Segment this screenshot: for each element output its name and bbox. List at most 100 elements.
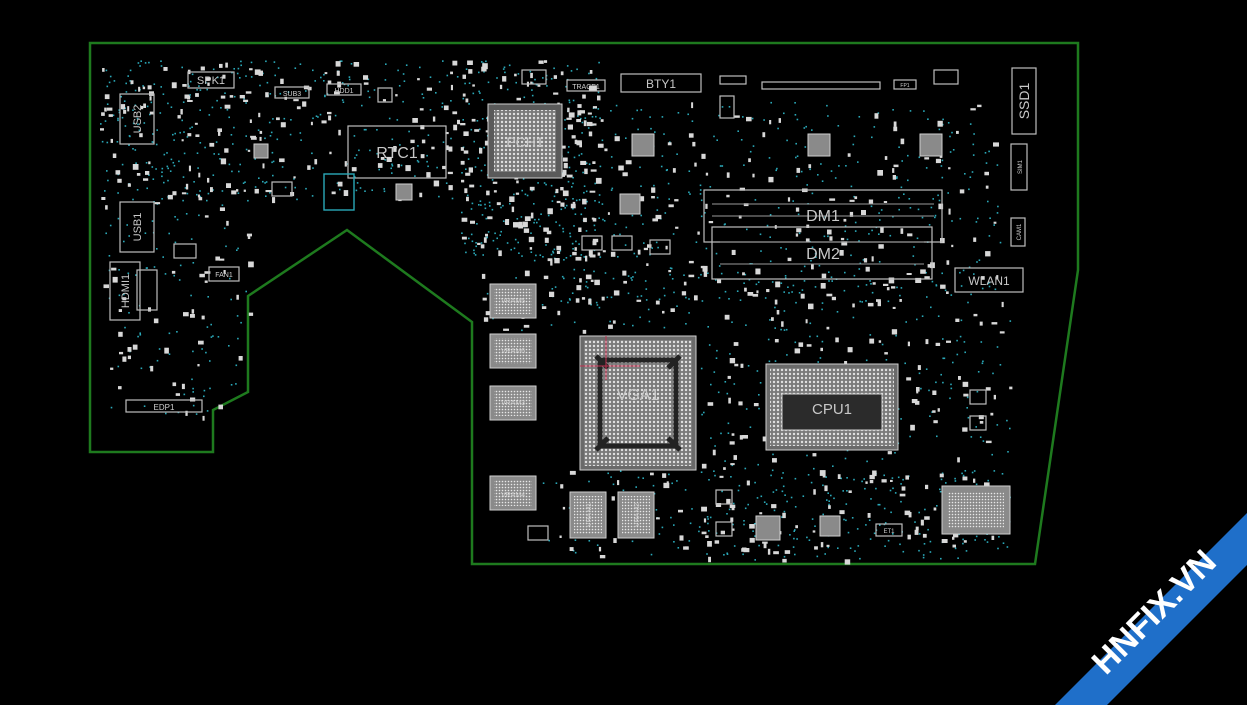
via (189, 80, 192, 83)
component-rtc1[interactable]: RTC1 (347, 125, 447, 179)
via (975, 483, 978, 486)
smd-pad (730, 517, 734, 522)
via (426, 160, 428, 163)
via (811, 518, 814, 520)
via (160, 60, 162, 62)
via (710, 437, 712, 439)
via (691, 120, 694, 122)
smd-pad (530, 72, 533, 79)
chip-vram5[interactable]: VRAM5 (489, 283, 537, 319)
connector-bty1[interactable]: BTY1 (620, 73, 702, 93)
via (204, 146, 206, 149)
via (142, 85, 144, 87)
connector-et1[interactable]: ET1 (875, 523, 903, 537)
via (770, 101, 772, 104)
via (972, 143, 975, 146)
smd-pad (962, 427, 968, 432)
via (737, 130, 739, 132)
via (588, 540, 591, 542)
via (938, 128, 941, 131)
smd-pad (442, 165, 446, 170)
via (756, 497, 759, 499)
connector-spk1[interactable]: SPK1 (187, 71, 235, 89)
connector-ssd1[interactable]: SSD1 (1011, 67, 1037, 135)
connector-fp1[interactable]: FP1 (893, 79, 917, 90)
connector-usb1[interactable]: USB1 (119, 201, 155, 253)
chip-vram6[interactable]: VRAM6 (489, 333, 537, 369)
via (917, 208, 920, 211)
connector-hdmi1[interactable]: HDMI1 (109, 261, 158, 321)
via (976, 390, 979, 393)
connector-sim1[interactable]: SIM1 (1010, 143, 1028, 191)
connector-cam1[interactable]: CAM1 (1010, 217, 1026, 247)
smd-pad (652, 218, 658, 222)
via (984, 152, 987, 154)
via (368, 96, 371, 99)
via (576, 68, 578, 71)
via (764, 297, 767, 299)
slot-dm2[interactable]: DM2 (711, 226, 933, 280)
chip-vga1[interactable]: VGA1 (579, 335, 697, 471)
smd-pad (224, 148, 229, 153)
via (568, 99, 571, 102)
via (560, 208, 563, 211)
connector-sub3[interactable]: SUB3 (274, 86, 310, 99)
via (909, 435, 911, 438)
smd-pad (560, 187, 564, 191)
connector-edp1[interactable]: EDP1 (125, 399, 203, 413)
via (859, 300, 861, 303)
via (827, 546, 829, 549)
via (878, 233, 880, 235)
via (398, 85, 401, 87)
smd-pad (207, 177, 210, 183)
via (744, 273, 747, 276)
via (311, 152, 313, 155)
via (604, 272, 607, 274)
via (854, 230, 857, 232)
connector-fan1[interactable]: FAN1 (208, 266, 240, 282)
smd-pad (446, 145, 449, 151)
chip-vram4[interactable]: VRAM4 (489, 475, 537, 511)
chip-pch1[interactable]: PCH1 (487, 103, 563, 179)
smd-pad (518, 225, 524, 229)
connector-usb2[interactable]: USB2 (119, 93, 155, 145)
connector-trace1[interactable]: TRACE1 (566, 79, 606, 92)
via (371, 189, 373, 191)
smd-pad (719, 475, 724, 478)
chip-vram1[interactable]: VRAM1 (569, 491, 607, 539)
via (625, 137, 627, 139)
chip-vram2[interactable]: VRAM2 (617, 491, 655, 539)
via (895, 334, 897, 337)
via (305, 90, 307, 92)
chip-vram3[interactable]: VRAM3 (489, 385, 537, 421)
via (583, 185, 586, 187)
via (775, 489, 778, 491)
via (226, 109, 229, 111)
smd-pad (259, 136, 262, 141)
chip-cpu1[interactable]: CPU1 (765, 363, 899, 451)
slot-dm1[interactable]: DM1 (703, 189, 943, 243)
via (470, 128, 473, 131)
smd-pad (625, 160, 632, 165)
connector-hdd1[interactable]: HDD1 (326, 83, 362, 96)
via (800, 170, 803, 173)
via (869, 334, 872, 336)
via (883, 474, 885, 477)
smd-pad (363, 82, 369, 85)
smd-pad (209, 142, 215, 147)
via (520, 216, 523, 218)
via (539, 254, 542, 256)
via (640, 185, 642, 187)
connector-wlan1[interactable]: WLAN1 (954, 267, 1024, 293)
via (197, 167, 199, 169)
via (148, 61, 150, 64)
smd-pad (813, 489, 816, 495)
via (873, 532, 876, 535)
via (940, 478, 943, 481)
via (814, 252, 817, 255)
smd-pad (768, 176, 774, 183)
smd-pad (528, 236, 535, 243)
smd-pad (701, 506, 707, 512)
via (515, 81, 517, 84)
smd-pad (869, 480, 874, 484)
